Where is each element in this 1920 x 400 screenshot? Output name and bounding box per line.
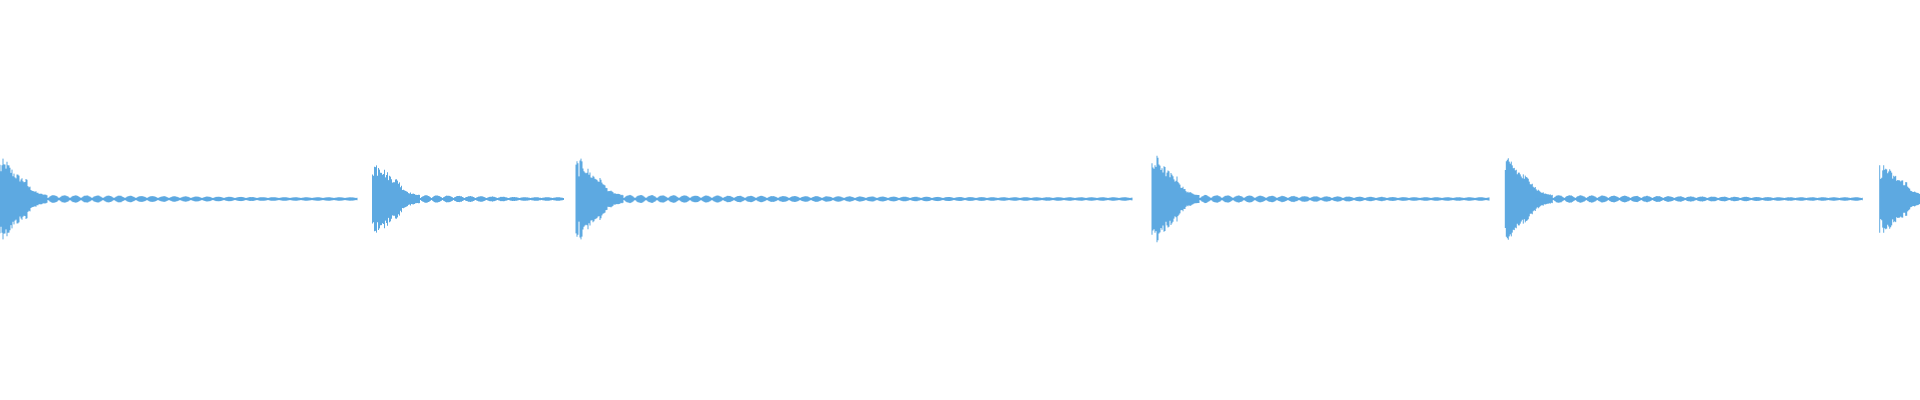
waveform-burst-6 bbox=[1879, 165, 1920, 233]
waveform-burst-4 bbox=[1151, 155, 1490, 243]
waveform-burst-2 bbox=[372, 165, 564, 233]
waveform-burst-5 bbox=[1504, 158, 1863, 240]
waveform-burst-3 bbox=[575, 158, 1133, 240]
waveform-burst-1 bbox=[0, 158, 358, 240]
